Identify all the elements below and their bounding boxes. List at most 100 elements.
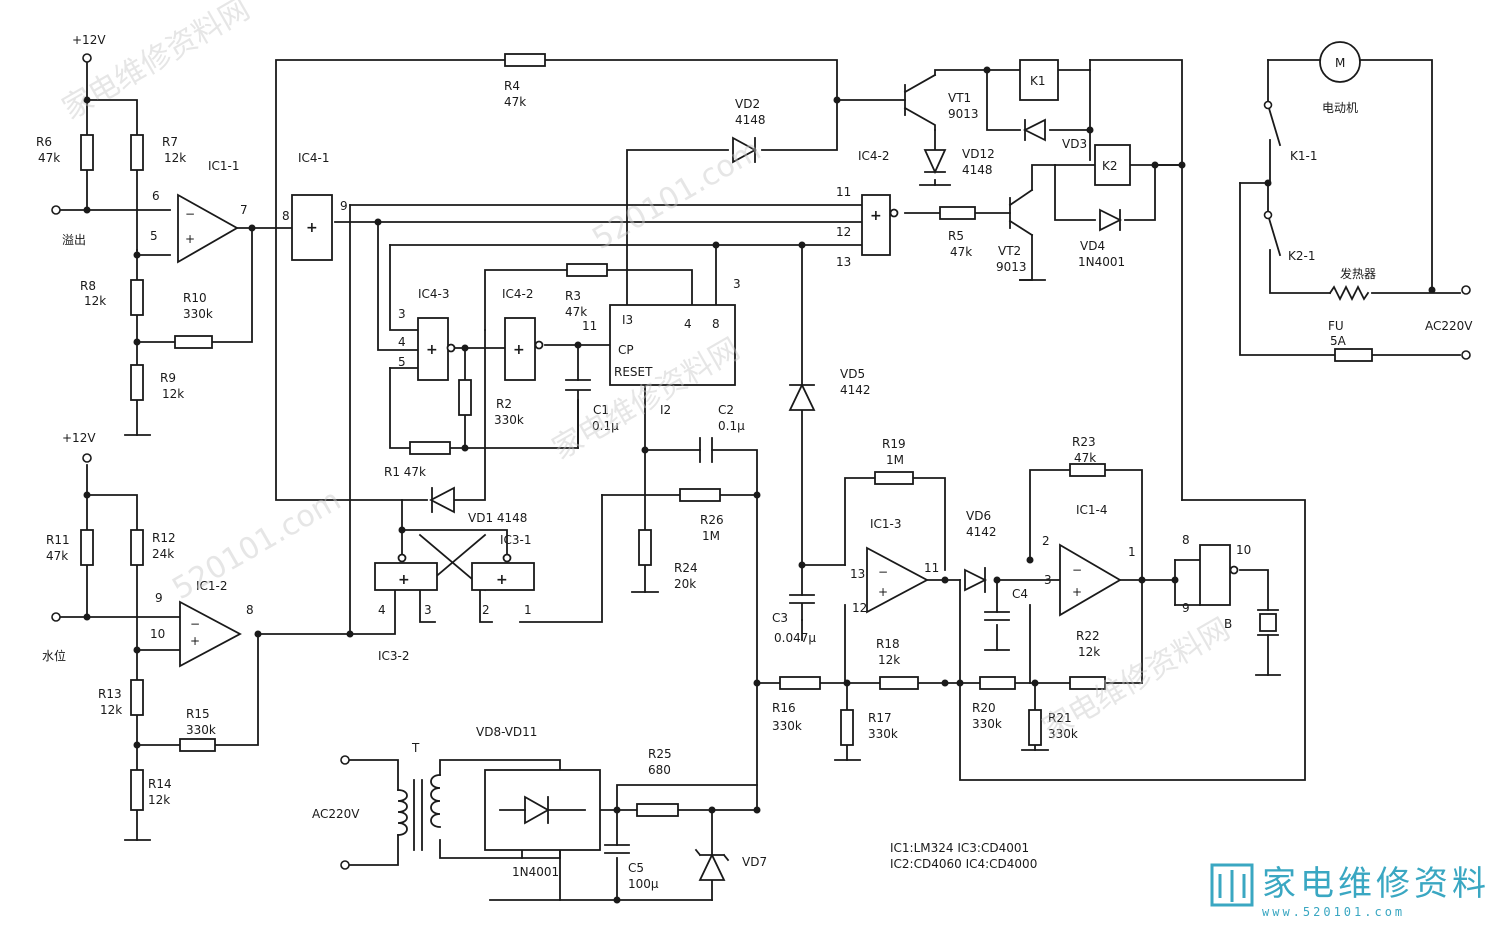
vd7-label: VD7 (742, 855, 767, 869)
ic2-cp: CP (618, 343, 634, 357)
r8-value: 12k (84, 294, 106, 308)
r13-label: R13 (98, 687, 122, 701)
r14-value: 12k (148, 793, 170, 807)
r11-value: 47k (46, 549, 68, 563)
resistors (80, 53, 1373, 817)
pin8c: 8 (1182, 533, 1190, 547)
r5-label: R5 (948, 229, 964, 243)
watermark-url-1: 520101.com (587, 133, 767, 257)
labels: +12V +12V 溢出 水位 R6 47k R7 12k R8 12k R9 … (36, 33, 1473, 891)
r6-label: R6 (36, 135, 52, 149)
r9-value: 12k (162, 387, 184, 401)
pin3c: 3 (424, 603, 432, 617)
ic4-2-top-label: IC4-2 (858, 149, 890, 163)
ic1-3-label: IC1-3 (870, 517, 902, 531)
vd12-value: 4148 (962, 163, 993, 177)
transformer-label: T (411, 741, 420, 755)
fuse-value: 5A (1330, 334, 1347, 348)
r3-label: R3 (565, 289, 581, 303)
r19-label: R19 (882, 437, 906, 451)
ic2-q4: 4 (684, 317, 692, 331)
vd6-value: 4142 (966, 525, 997, 539)
r4-value: 47k (504, 95, 526, 109)
svg-text:+: + (185, 232, 195, 246)
vcc-top-label: +12V (72, 33, 106, 47)
svg-text:−: − (190, 617, 200, 631)
wires (59, 59, 1461, 901)
c4-label: C4 (1012, 587, 1028, 601)
r2-label: R2 (496, 397, 512, 411)
pin11b: 11 (924, 561, 939, 575)
overflow-label: 溢出 (62, 233, 86, 247)
svg-text:+: + (426, 342, 438, 358)
r4-label: R4 (504, 79, 520, 93)
r26-value: 1M (702, 529, 720, 543)
pin4c: 4 (378, 603, 386, 617)
pin4a: 4 (398, 335, 406, 349)
pin9a: 9 (340, 199, 348, 213)
vd2-label: VD2 (735, 97, 760, 111)
pin6: 6 (152, 189, 160, 203)
c1-label: C1 (593, 403, 609, 417)
vd2-value: 4148 (735, 113, 766, 127)
opamps (177, 193, 1122, 668)
r20-value: 330k (972, 717, 1002, 731)
pin2c: 2 (482, 603, 490, 617)
r6-value: 47k (38, 151, 60, 165)
svg-text:+: + (306, 220, 318, 236)
r10-value: 330k (183, 307, 213, 321)
c5-label: C5 (628, 861, 644, 875)
capacitors (565, 379, 1279, 854)
r7-label: R7 (162, 135, 178, 149)
k2-1-label: K2-1 (1288, 249, 1315, 263)
r25-value: 680 (648, 763, 671, 777)
c3-value: 0.047μ (774, 631, 816, 645)
note-line-2: IC2:CD4060 IC4:CD4000 (890, 857, 1037, 871)
fuse-label: FU (1328, 319, 1344, 333)
pin7: 7 (240, 203, 248, 217)
r15-label: R15 (186, 707, 210, 721)
vd3-label: VD3 (1062, 137, 1087, 151)
motor-symbol: M (1335, 56, 1345, 70)
r25-label: R25 (648, 747, 672, 761)
c2-label: C2 (718, 403, 734, 417)
vd6-label: VD6 (966, 509, 991, 523)
r10-label: R10 (183, 291, 207, 305)
r21-value: 330k (1048, 727, 1078, 741)
pin3b: 3 (1044, 573, 1052, 587)
r18-label: R18 (876, 637, 900, 651)
svg-text:−: − (1072, 563, 1082, 577)
level-label: 水位 (42, 648, 66, 663)
ic1-2-label: IC1-2 (196, 579, 228, 593)
gates (291, 194, 1239, 606)
grounds (124, 184, 1281, 841)
k2-label: K2 (1102, 159, 1118, 173)
ic2-reset: RESET (614, 365, 653, 379)
brand-text: 家电维修资料网 (1262, 864, 1491, 904)
r17-value: 330k (868, 727, 898, 741)
heater-label: 发热器 (1340, 266, 1376, 281)
r22-value: 12k (1078, 645, 1100, 659)
pin9b: 9 (155, 591, 163, 605)
ic4-1-label: IC4-1 (298, 151, 330, 165)
svg-text:+: + (190, 634, 200, 648)
ic1-4-label: IC1-4 (1076, 503, 1108, 517)
svg-text:+: + (878, 585, 888, 599)
svg-text:−: − (878, 565, 888, 579)
transistors (903, 73, 1034, 237)
ic4-2-label: IC4-2 (502, 287, 534, 301)
vd5-value: 4142 (840, 383, 871, 397)
c5-value: 100μ (628, 877, 659, 891)
vd1-label: VD1 4148 (468, 511, 527, 525)
r23-value: 47k (1074, 451, 1096, 465)
watermark-url-2: 520101.com (167, 483, 347, 607)
c2-value: 0.1μ (718, 419, 745, 433)
r9-label: R9 (160, 371, 176, 385)
svg-text:+: + (870, 208, 882, 224)
ic3-1-label: IC3-1 (500, 533, 532, 547)
pin11a: 11 (836, 185, 851, 199)
pin5: 5 (150, 229, 158, 243)
vd4-value: 1N4001 (1078, 255, 1125, 269)
r23-label: R23 (1072, 435, 1096, 449)
bridge-label: 1N4001 (512, 865, 559, 879)
